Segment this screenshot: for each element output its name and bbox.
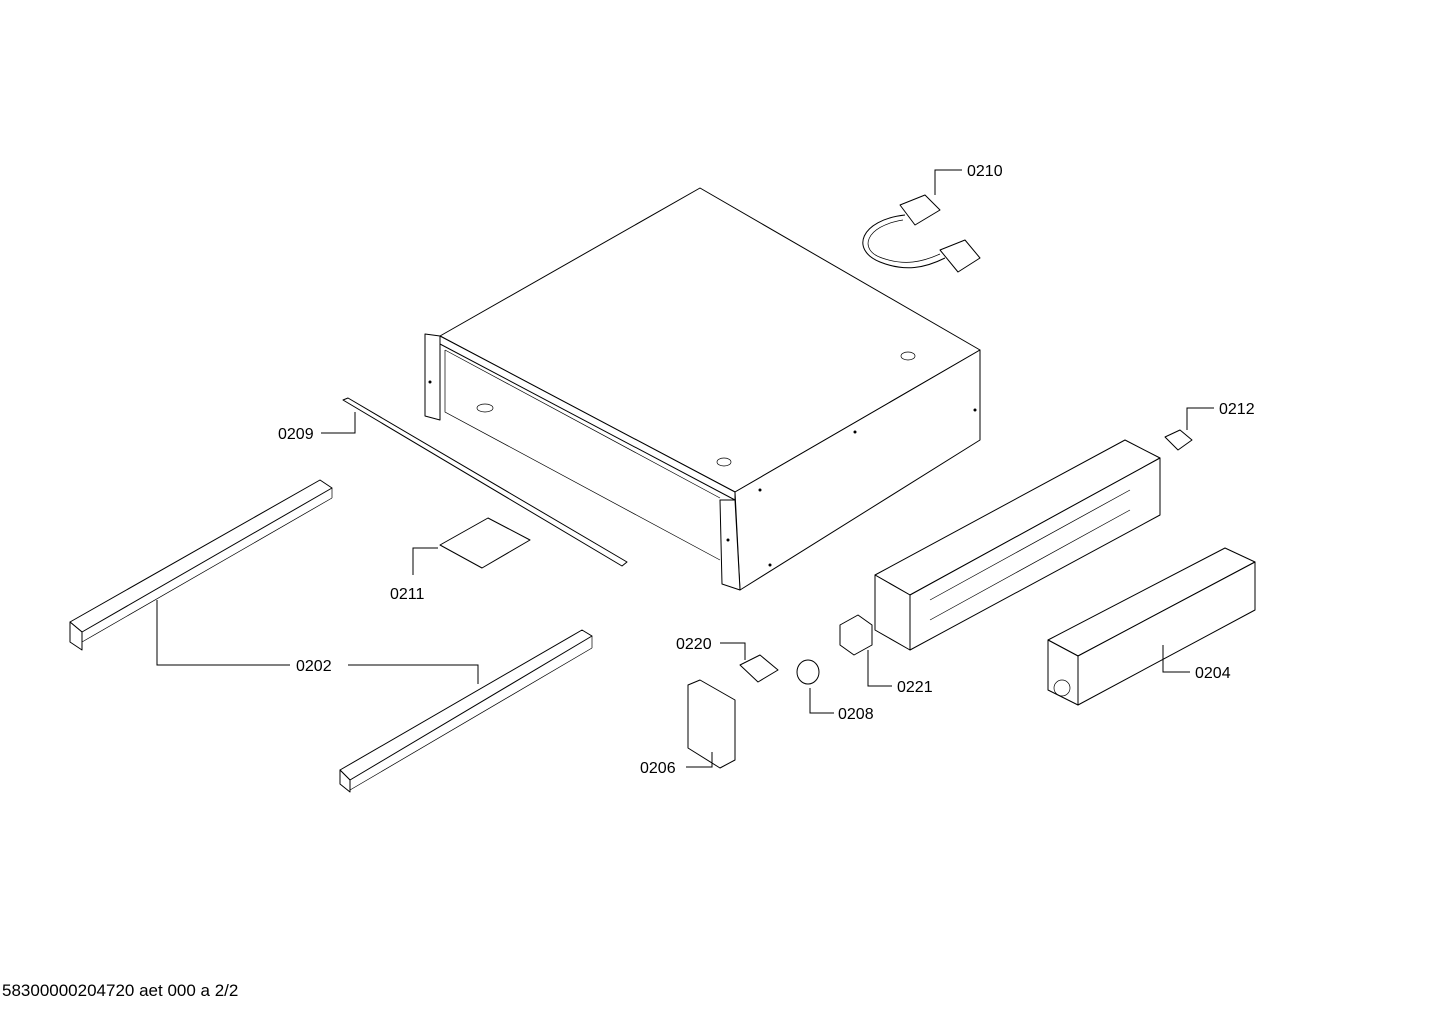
part-label-0211: 0211 bbox=[390, 586, 425, 603]
control-board bbox=[439, 517, 531, 569]
drawer-housing bbox=[424, 187, 981, 591]
tangential-fan bbox=[1047, 547, 1256, 706]
telescopic-rails bbox=[69, 479, 593, 793]
connector bbox=[1164, 429, 1193, 451]
part-label-0206: 0206 bbox=[640, 760, 676, 777]
part-label-0208: 0208 bbox=[838, 706, 874, 723]
heater-module bbox=[874, 439, 1161, 651]
control-knob bbox=[796, 659, 820, 685]
control-panel bbox=[687, 679, 736, 769]
part-label-0220: 0220 bbox=[676, 636, 712, 653]
part-label-0210: 0210 bbox=[967, 163, 1003, 180]
power-cord bbox=[862, 194, 981, 273]
part-label-0209: 0209 bbox=[278, 426, 314, 443]
document-id: 58300000204720 aet 000 a 2/2 bbox=[2, 981, 239, 1000]
leader-lines bbox=[156, 169, 1214, 768]
seal-strip bbox=[342, 397, 628, 567]
part-label-0202: 0202 bbox=[296, 658, 332, 675]
part-label-0204: 0204 bbox=[1195, 665, 1231, 682]
part-label-0212: 0212 bbox=[1219, 401, 1255, 418]
terminal-block bbox=[839, 614, 873, 656]
part-label-0221: 0221 bbox=[897, 679, 933, 696]
switch bbox=[739, 654, 779, 683]
